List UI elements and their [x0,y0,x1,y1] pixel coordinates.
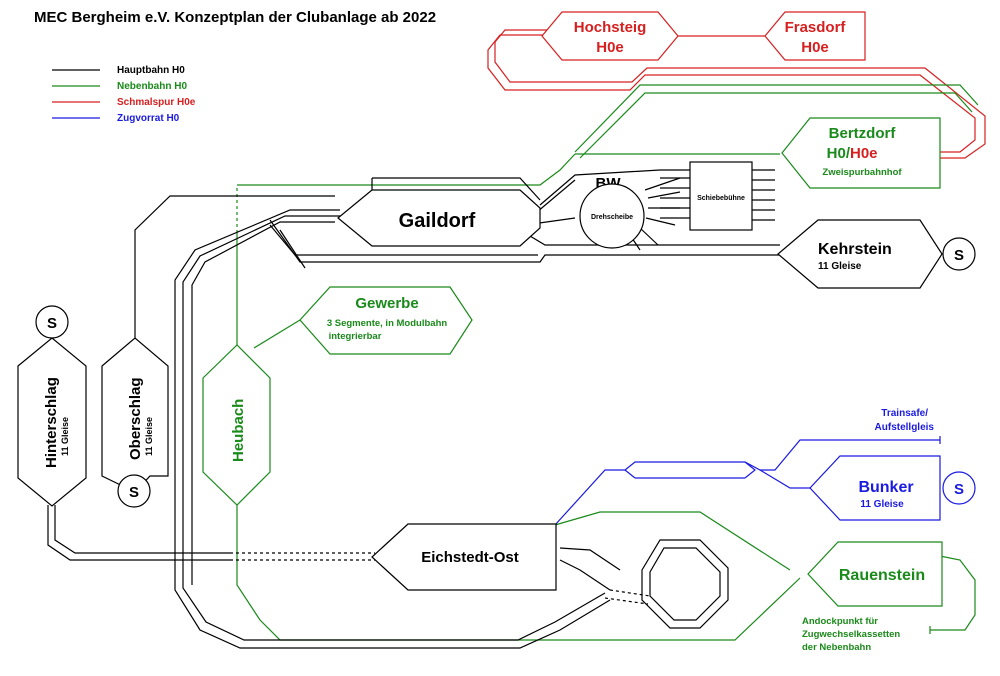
station-heubach-name: Heubach [230,399,247,462]
trainsafe-label-1: Trainsafe/ [881,408,928,419]
turntable-label: Drehscheibe [591,214,633,221]
station-kehrstein-tracks: 11 Gleise [818,261,862,272]
station-gewerbe[interactable]: Gewerbe 3 Segmente, in Modulbahn integri… [299,286,473,355]
main-line-track [47,169,780,649]
station-hochsteig-name: Hochsteig [574,19,647,36]
station-hochsteig[interactable]: Hochsteig H0e [541,11,679,61]
transfer-table-label: Schiebebühne [697,195,745,202]
station-gewerbe-name: Gewerbe [355,295,418,312]
bunker-s-label: S [954,481,964,498]
page-title: MEC Bergheim e.V. Konzeptplan der Cluban… [34,9,436,26]
station-bunker-name: Bunker [858,479,913,496]
station-bertzdorf-name: Bertzdorf [829,125,897,142]
station-heubach[interactable]: Heubach [202,344,271,506]
legend-label-storage: Zugvorrat H0 [117,113,180,124]
station-hinterschlag[interactable]: Hinterschlag 11 Gleise [17,337,87,507]
station-eichstedt-ost[interactable]: Eichstedt-Ost [371,523,557,591]
station-gaildorf-name: Gaildorf [399,210,476,232]
station-bertzdorf-h0: H0/ [827,145,851,162]
station-hinterschlag-name: Hinterschlag [43,377,60,468]
hinterschlag-s-marker[interactable]: S [35,305,69,339]
docking-note-3: der Nebenbahn [802,642,871,653]
station-gaildorf[interactable]: Gaildorf [337,189,541,247]
station-bertzdorf-subtitle: Zweispurbahnhof [822,167,902,178]
legend: Hauptbahn H0 Nebenbahn H0 Schmalspur H0e… [52,65,196,124]
station-hinterschlag-tracks: 11 Gleise [60,417,70,456]
engine-depot[interactable]: BW Drehscheibe Schiebebühne [579,161,753,249]
station-bunker-tracks: 11 Gleise [860,499,904,510]
station-oberschlag[interactable]: Oberschlag 11 Gleise [101,337,169,493]
turntable[interactable] [579,183,645,249]
station-bertzdorf[interactable]: Bertzdorf H0/ H0e Zweispurbahnhof [781,117,941,189]
legend-label-branch: Nebenbahn H0 [117,81,187,92]
branch-line-track [236,84,979,641]
transfer-table[interactable] [689,161,753,231]
kehrstein-s-marker[interactable]: S [942,237,976,271]
oberschlag-s-label: S [129,484,139,501]
station-eichstedt-ost-name: Eichstedt-Ost [421,549,519,566]
station-oberschlag-name: Oberschlag [127,377,144,460]
legend-label-narrow: Schmalspur H0e [117,97,196,108]
trainsafe-label-2: Aufstellgleis [875,422,935,433]
station-frasdorf-name: Frasdorf [785,19,847,36]
station-rauenstein[interactable]: Rauenstein [807,541,943,607]
docking-note-2: Zugwechselkassetten [802,629,900,640]
hinterschlag-s-label: S [47,315,57,332]
station-gewerbe-note-1: 3 Segmente, in Modulbahn [327,318,448,329]
kehrstein-s-label: S [954,247,964,264]
station-rauenstein-name: Rauenstein [839,567,925,584]
docking-note-1: Andockpunkt für [802,616,878,627]
station-bertzdorf-h0e: H0e [850,145,878,162]
station-kehrstein-name: Kehrstein [818,241,892,258]
station-gewerbe-note-2: integrierbar [329,331,382,342]
station-frasdorf-gauge: H0e [801,39,829,56]
legend-label-main: Hauptbahn H0 [117,65,185,76]
bunker-s-marker[interactable]: S [942,471,976,505]
narrow-gauge-track [487,29,986,159]
storage-track [554,436,941,526]
station-oberschlag-tracks: 11 Gleise [144,417,154,456]
station-bunker[interactable]: Bunker 11 Gleise [809,455,941,521]
oberschlag-s-marker[interactable]: S [117,474,151,508]
station-frasdorf[interactable]: Frasdorf H0e [764,11,866,61]
station-kehrstein[interactable]: Kehrstein 11 Gleise [777,219,943,289]
station-hochsteig-gauge: H0e [596,39,624,56]
